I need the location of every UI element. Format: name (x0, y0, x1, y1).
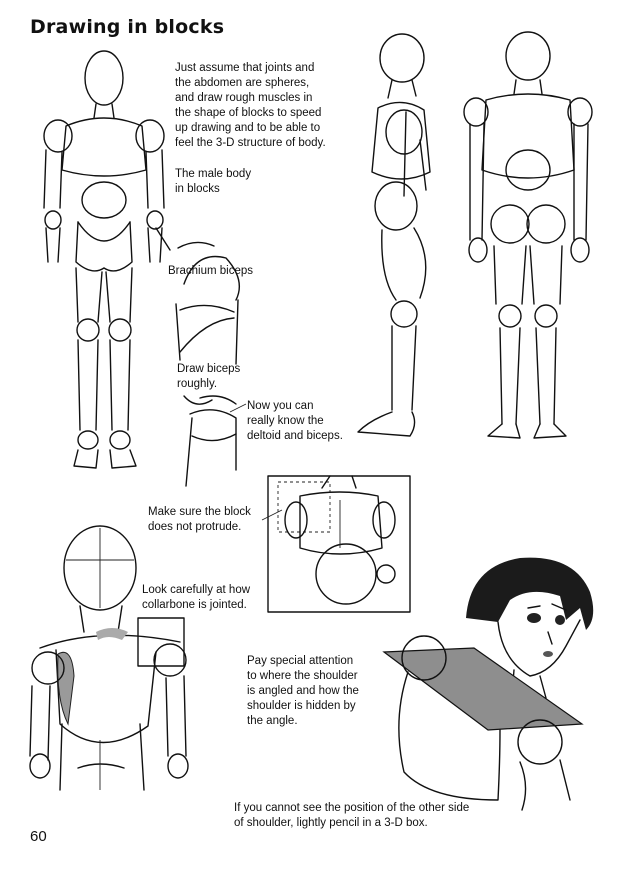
deltoid-caption: Now you can really know the deltoid and … (247, 400, 343, 442)
upper-body-figure (29, 525, 189, 791)
deltoid-leader (229, 403, 247, 413)
page-title: Drawing in blocks (30, 16, 225, 38)
shoulder-caption: Pay special attention to where the shoul… (247, 655, 359, 727)
page-number: 60 (30, 828, 47, 845)
block-caption: Make sure the block does not protrude. (148, 506, 251, 533)
draw-biceps-caption: Draw biceps roughly. (177, 363, 241, 390)
intro-caption: Just assume that joints and the abdomen … (175, 62, 326, 149)
front-body-figure (43, 50, 165, 469)
anime-character (382, 557, 594, 811)
collarbone-caption: Look carefully at how collarbone is join… (142, 584, 251, 611)
brachium-biceps-caption: Brachium biceps (168, 265, 254, 277)
biceps-sketches (155, 227, 240, 487)
block-torso-box (267, 475, 411, 613)
male-body-caption: The male body in blocks (175, 168, 252, 195)
back-body-figure (463, 31, 593, 439)
other-side-caption: If you cannot see the position of the ot… (234, 802, 470, 829)
block-leader (261, 509, 283, 521)
side-body-figure (357, 33, 431, 437)
